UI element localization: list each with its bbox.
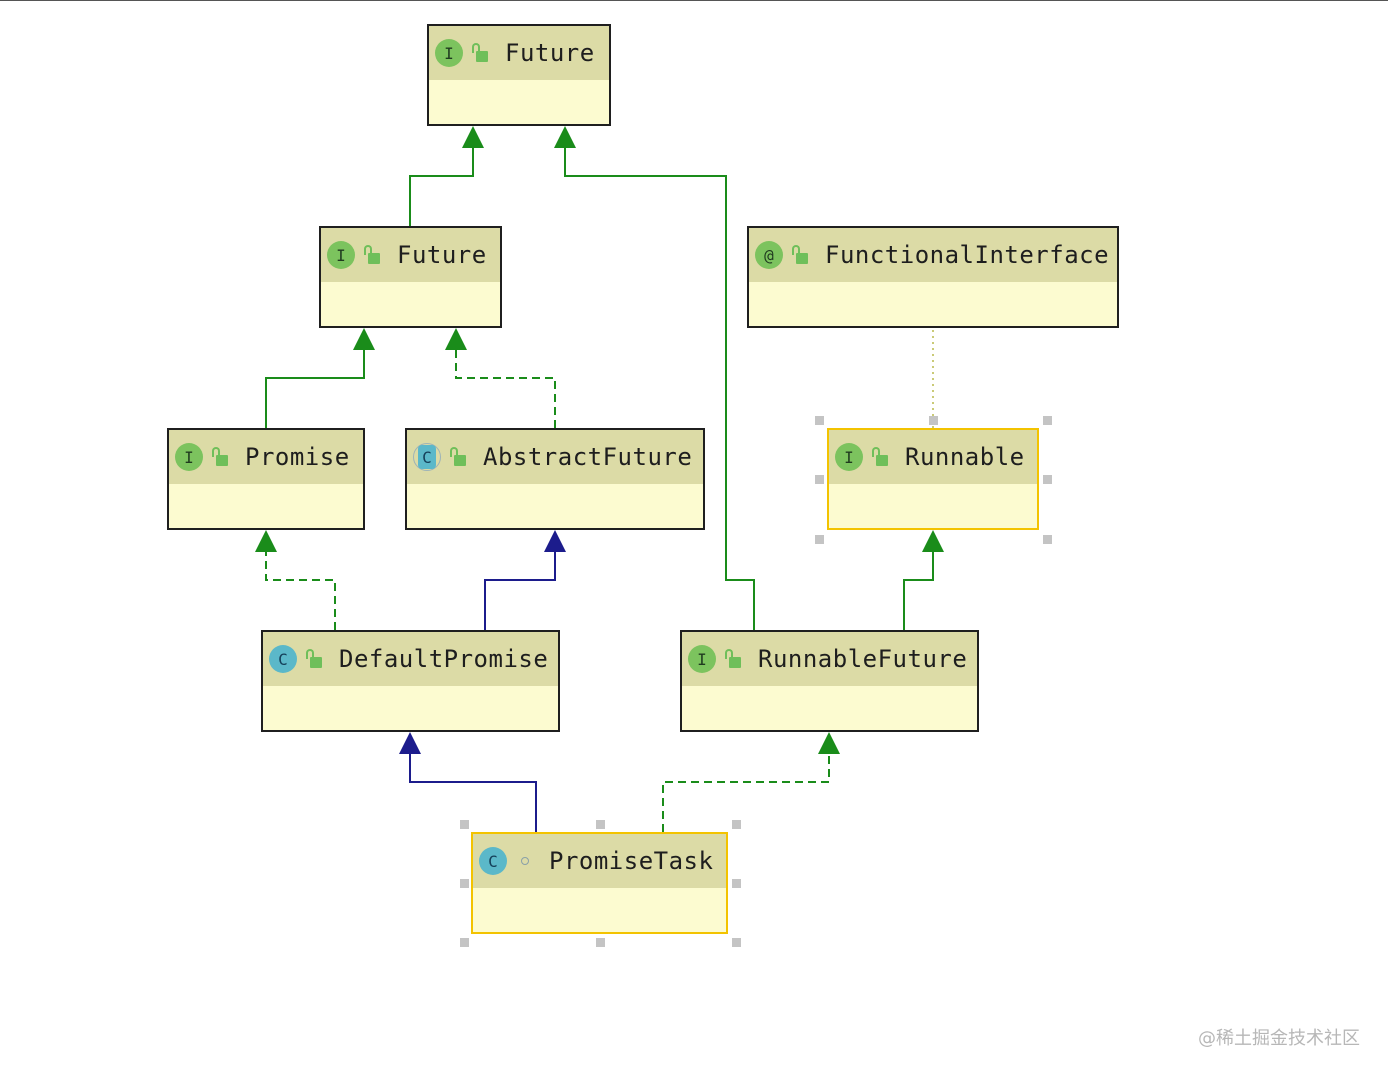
arrowhead-abstract-future [544,530,566,552]
node-functional-interface[interactable]: @ FunctionalInterface [747,226,1119,328]
public-lock-icon [724,649,742,669]
node-promise-task[interactable]: C PromiseTask [471,832,728,934]
node-header: C PromiseTask [473,834,726,888]
resize-handle-ne[interactable] [732,820,741,829]
edge-runnable-future-to-future-root [564,146,755,630]
public-lock-icon [871,447,889,467]
node-abstract-future[interactable]: C AbstractFuture [405,428,705,530]
abstract-class-icon: C [413,443,441,471]
node-name: AbstractFuture [483,443,693,471]
edge-abstract-future-to-future-netty [455,348,556,428]
node-header: I Promise [169,430,363,484]
node-default-promise[interactable]: C DefaultPromise [261,630,560,732]
node-header: I Runnable [829,430,1037,484]
node-runnable[interactable]: I Runnable [827,428,1039,530]
node-future-root[interactable]: I Future [427,24,611,126]
node-header: @ FunctionalInterface [749,228,1117,282]
arrowhead-future-netty-left [353,328,375,350]
public-lock-icon [305,649,323,669]
node-name: Future [397,241,487,269]
node-header: I RunnableFuture [682,632,977,686]
resize-handle-sw[interactable] [460,938,469,947]
class-icon: C [479,847,507,875]
resize-handle-e[interactable] [1043,475,1052,484]
edge-default-promise-to-promise [265,552,336,630]
resize-handle-nw[interactable] [815,416,824,425]
resize-handle-ne[interactable] [1043,416,1052,425]
public-lock-icon [471,43,489,63]
public-lock-icon [363,245,381,265]
edge-promise-to-future-netty [265,348,365,428]
node-future-netty[interactable]: I Future [319,226,502,328]
arrowhead-future-root-left [462,126,484,148]
node-name: RunnableFuture [758,645,968,673]
edge-promise-task-to-runnable-future [662,754,830,832]
arrowhead-runnable [922,530,944,552]
node-runnable-future[interactable]: I RunnableFuture [680,630,979,732]
resize-handle-sw[interactable] [815,535,824,544]
node-name: PromiseTask [549,847,714,875]
interface-icon: I [688,645,716,673]
watermark: @稀土掘金技术社区 [1198,1028,1360,1049]
resize-handle-s[interactable] [596,938,605,947]
node-header: I Future [321,228,500,282]
node-header: C AbstractFuture [407,430,703,484]
arrowhead-default-promise [399,732,421,754]
public-lock-icon [449,447,467,467]
node-name: Promise [245,443,350,471]
edge-promise-task-to-default-promise [409,754,537,832]
node-name: FunctionalInterface [825,241,1110,269]
public-lock-icon [791,245,809,265]
arrowhead-future-netty-right [445,328,467,350]
interface-icon: I [175,443,203,471]
node-promise[interactable]: I Promise [167,428,365,530]
interface-icon: I [435,39,463,67]
resize-handle-se[interactable] [1043,535,1052,544]
edge-runnable-future-to-runnable [903,552,934,630]
arrowhead-promise [255,530,277,552]
top-border [0,0,1388,1]
resize-handle-w[interactable] [460,879,469,888]
node-name: Future [505,39,595,67]
interface-icon: I [835,443,863,471]
resize-handle-se[interactable] [732,938,741,947]
resize-handle-n[interactable] [596,820,605,829]
arrowhead-runnable-future [818,732,840,754]
edge-default-promise-to-abstract-future [484,552,556,630]
resize-handle-w[interactable] [815,475,824,484]
edge-future-netty-to-future-root [409,146,474,226]
package-private-icon [521,857,529,865]
node-header: I Future [429,26,609,80]
resize-handle-e[interactable] [732,879,741,888]
arrowhead-future-root-right [554,126,576,148]
class-icon: C [269,645,297,673]
public-lock-icon [211,447,229,467]
annotation-icon: @ [755,241,783,269]
resize-handle-n[interactable] [929,416,938,425]
node-header: C DefaultPromise [263,632,558,686]
node-name: DefaultPromise [339,645,549,673]
node-name: Runnable [905,443,1025,471]
interface-icon: I [327,241,355,269]
resize-handle-nw[interactable] [460,820,469,829]
